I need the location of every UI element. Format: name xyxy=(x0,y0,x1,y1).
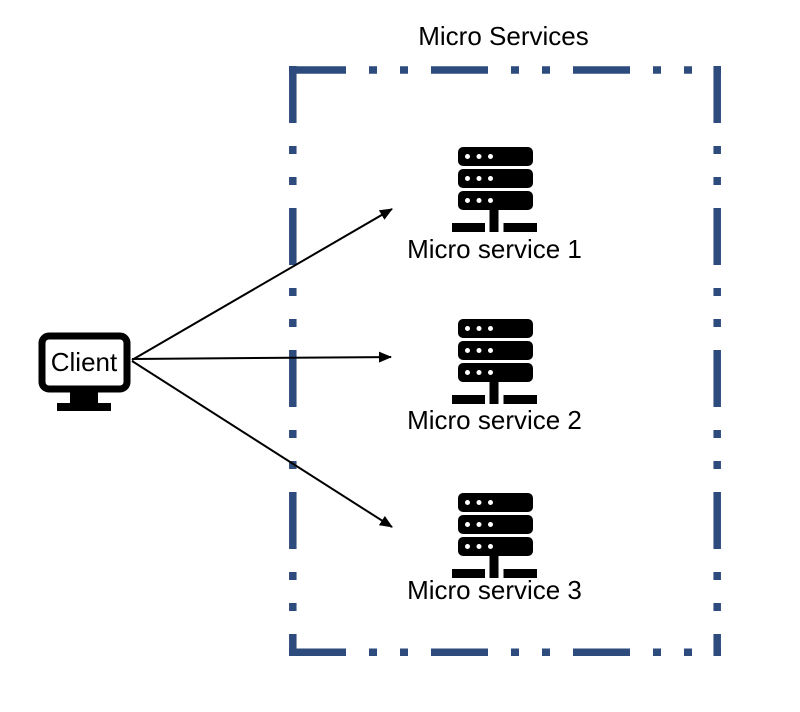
server-icon-service-2 xyxy=(452,319,537,404)
client-label: Client xyxy=(50,347,118,377)
service-label-3: Micro service 3 xyxy=(407,575,582,605)
server-icons xyxy=(452,147,537,578)
arrow-client-to-service-3 xyxy=(131,360,393,528)
service-label-1: Micro service 1 xyxy=(407,234,582,264)
microservices-boundary-box xyxy=(289,66,721,657)
monitor-stand-neck xyxy=(70,391,98,404)
arrow-client-to-service-1 xyxy=(131,208,393,361)
server-icon-service-1 xyxy=(452,147,537,232)
monitor-stand-base xyxy=(57,403,111,411)
client-monitor-icon xyxy=(38,332,131,411)
monitor-screen-frame xyxy=(38,332,131,393)
server-icon-service-3 xyxy=(452,493,537,578)
request-arrows xyxy=(131,208,393,528)
diagram-title: Micro Services xyxy=(418,21,589,51)
arrow-client-to-service-2 xyxy=(131,351,392,363)
service-label-2: Micro service 2 xyxy=(407,405,582,435)
